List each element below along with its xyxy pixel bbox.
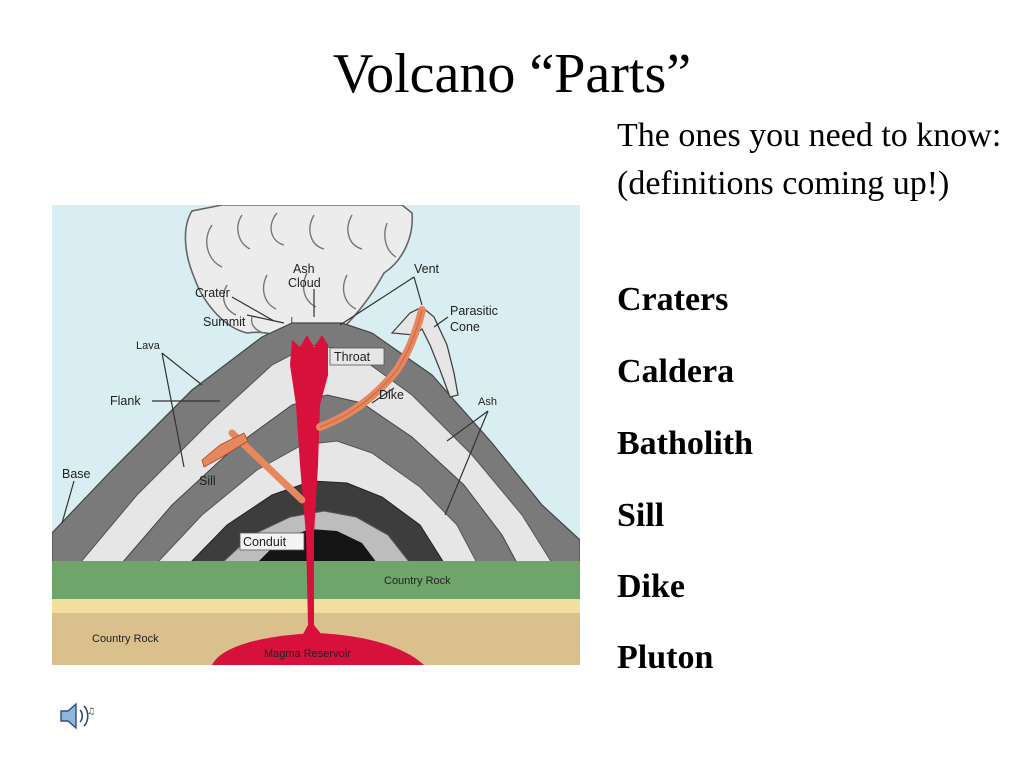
term-caldera: Caldera [617,353,735,390]
label-flank: Flank [110,394,141,408]
label-dike: Dike [379,388,404,402]
slide-title: Volcano “Parts” [332,43,692,105]
label-throat: Throat [334,350,371,364]
svg-text:♫: ♫ [87,707,95,717]
magma-reservoir [212,633,424,665]
label-country-rock-right: Country Rock [384,575,451,587]
sill [228,429,306,504]
label-ash: Ash [478,396,497,408]
label-vent: Vent [414,262,440,276]
speaker-icon[interactable]: ♫ [58,700,98,732]
label-magma-reservoir: Magma Reservoir [264,648,351,660]
volcano-diagram: Ash Cloud Vent Crater Summit Parasitic C… [52,205,580,665]
ash-cloud-swirls [206,212,397,334]
label-country-rock-left: Country Rock [92,633,159,645]
sill-head [201,432,249,468]
term-sill: Sill [617,497,665,534]
magma-conduit [290,335,330,645]
label-sill: Sill [199,474,216,488]
intro-text: The ones you need to know: (definitions … [617,117,1002,202]
label-base: Base [62,467,91,481]
term-craters: Craters [617,281,729,318]
term-pluton: Pluton [617,639,714,676]
label-parasitic-1: Parasitic [450,304,498,318]
label-parasitic-2: Cone [450,320,480,334]
label-summit: Summit [203,315,246,329]
term-dike: Dike [617,568,685,605]
yellow-band [52,599,580,613]
leader-lines [61,276,489,524]
label-crater: Crater [195,286,230,300]
label-lava: Lava [136,340,161,352]
label-conduit: Conduit [243,535,287,549]
green-ground-band [52,561,580,599]
label-ash-cloud-1: Ash [293,262,315,276]
label-ash-cloud-2: Cloud [288,276,321,290]
term-batholith: Batholith [617,425,754,462]
